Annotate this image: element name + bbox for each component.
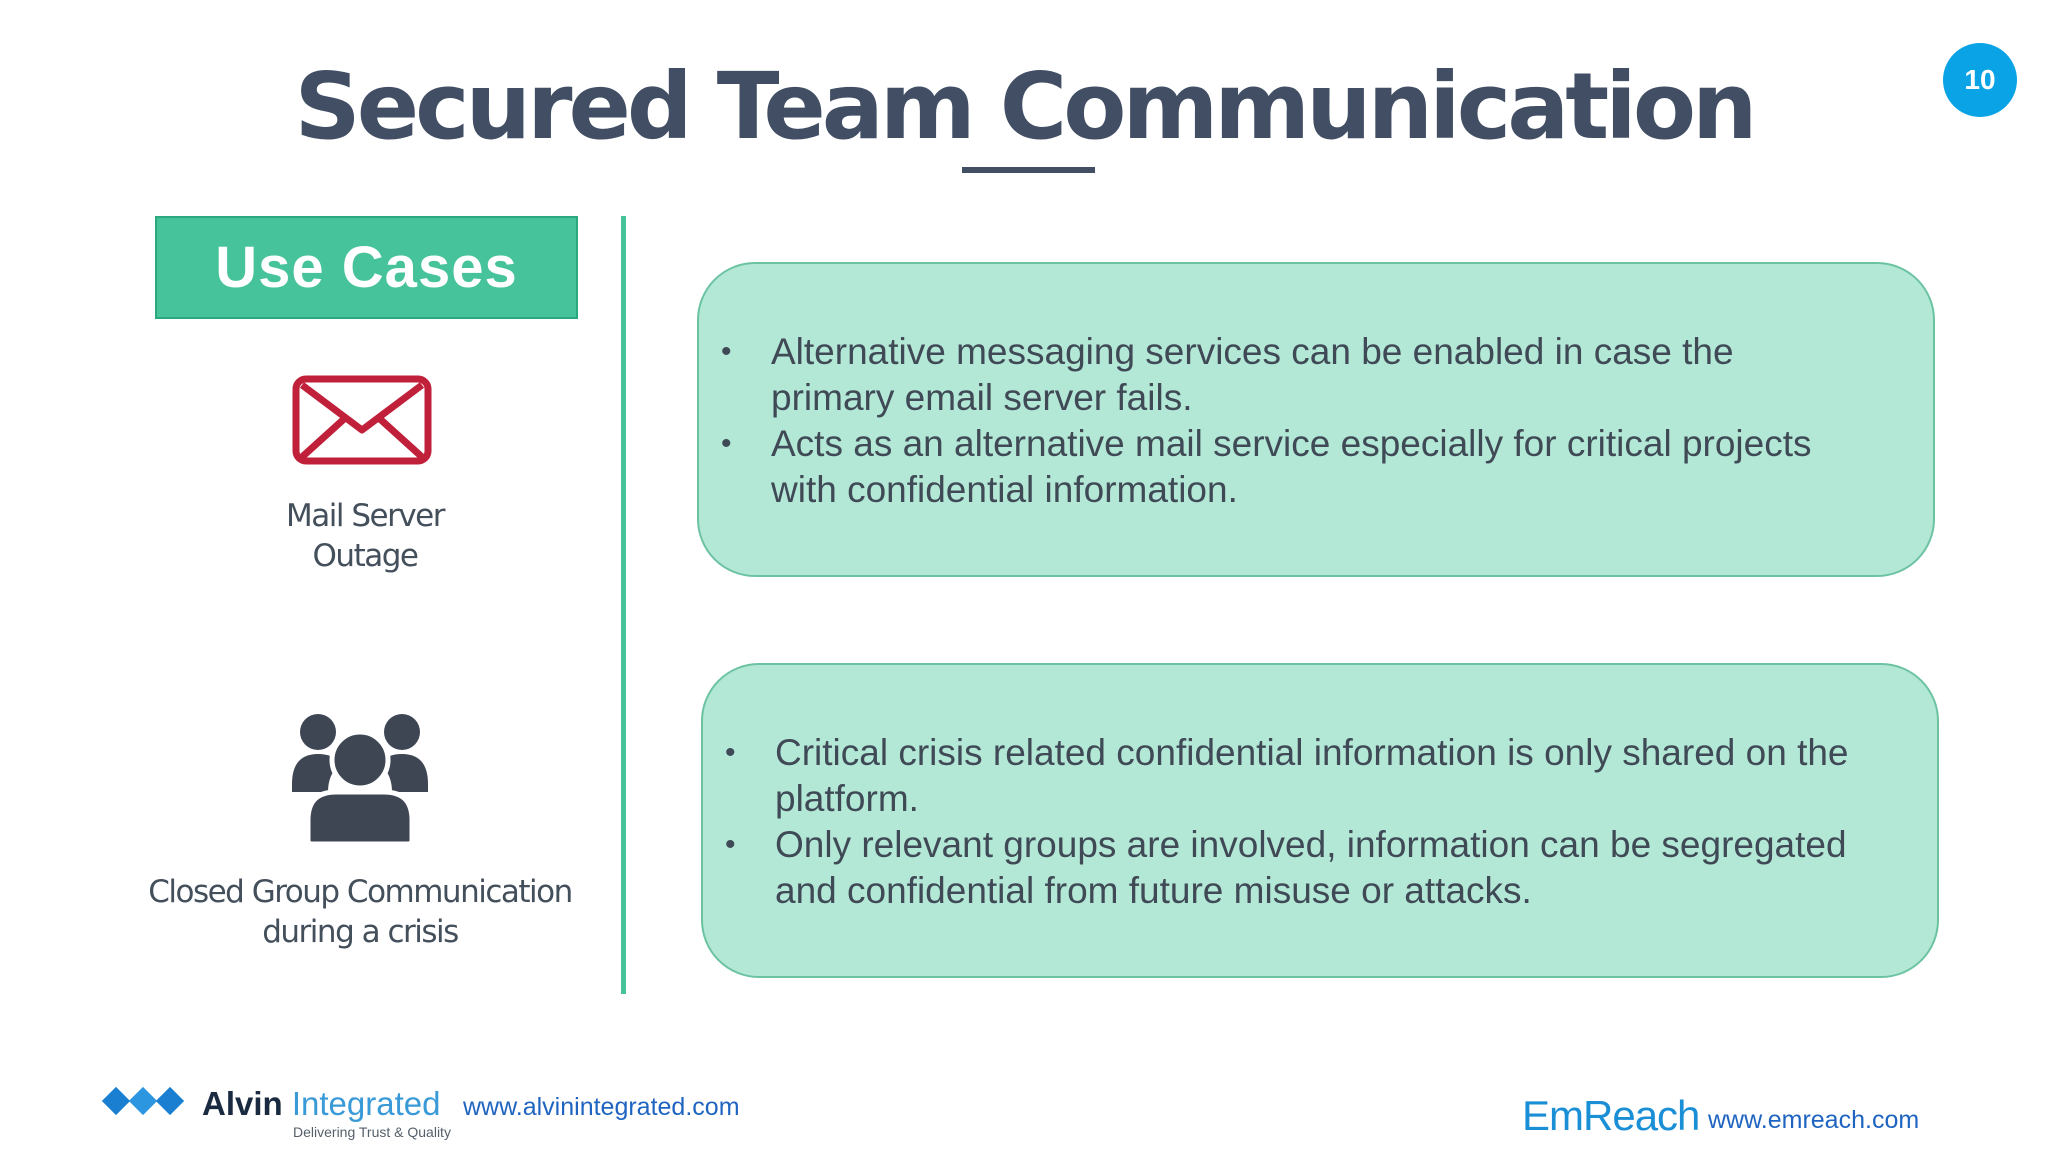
- group-icon: [292, 714, 428, 842]
- alvin-brand-name: Alvin Integrated: [202, 1085, 441, 1122]
- usecase-label-closed-group: Closed Group Communication during a cris…: [148, 874, 573, 950]
- alvin-tagline: Delivering Trust & Quality: [293, 1124, 451, 1140]
- emreach-website-link[interactable]: www.emreach.com: [1708, 1106, 1920, 1134]
- info-box-closed-group: • Critical crisis related confidential i…: [701, 663, 1939, 978]
- slide-title: Secured Team Communication: [294, 53, 1757, 160]
- alvin-logo-icon: [101, 1086, 185, 1116]
- bullet-item: • Only relevant groups are involved, inf…: [725, 824, 1847, 911]
- vertical-divider: [621, 216, 626, 994]
- use-cases-header: Use Cases: [155, 216, 578, 319]
- alvin-website-link[interactable]: www.alvinintegrated.com: [463, 1093, 740, 1121]
- bullet-dot: •: [721, 335, 732, 368]
- emreach-logo: EmReach: [1522, 1092, 1700, 1139]
- title-underline: [962, 167, 1095, 173]
- info-box-mail-server: • Alternative messaging services can be …: [697, 262, 1935, 577]
- bullet-dot: •: [721, 427, 732, 460]
- page-number-badge: 10: [1943, 43, 2017, 117]
- bullet-item: • Critical crisis related confidential i…: [725, 732, 1849, 819]
- bullet-dot: •: [725, 828, 736, 861]
- bullet-item: • Alternative messaging services can be …: [721, 331, 1734, 418]
- usecase-label-mail-server: Mail Server Outage: [286, 498, 445, 574]
- bullet-dot: •: [725, 736, 736, 769]
- envelope-icon: [292, 375, 432, 465]
- bullet-item: • Acts as an alternative mail service es…: [721, 423, 1812, 510]
